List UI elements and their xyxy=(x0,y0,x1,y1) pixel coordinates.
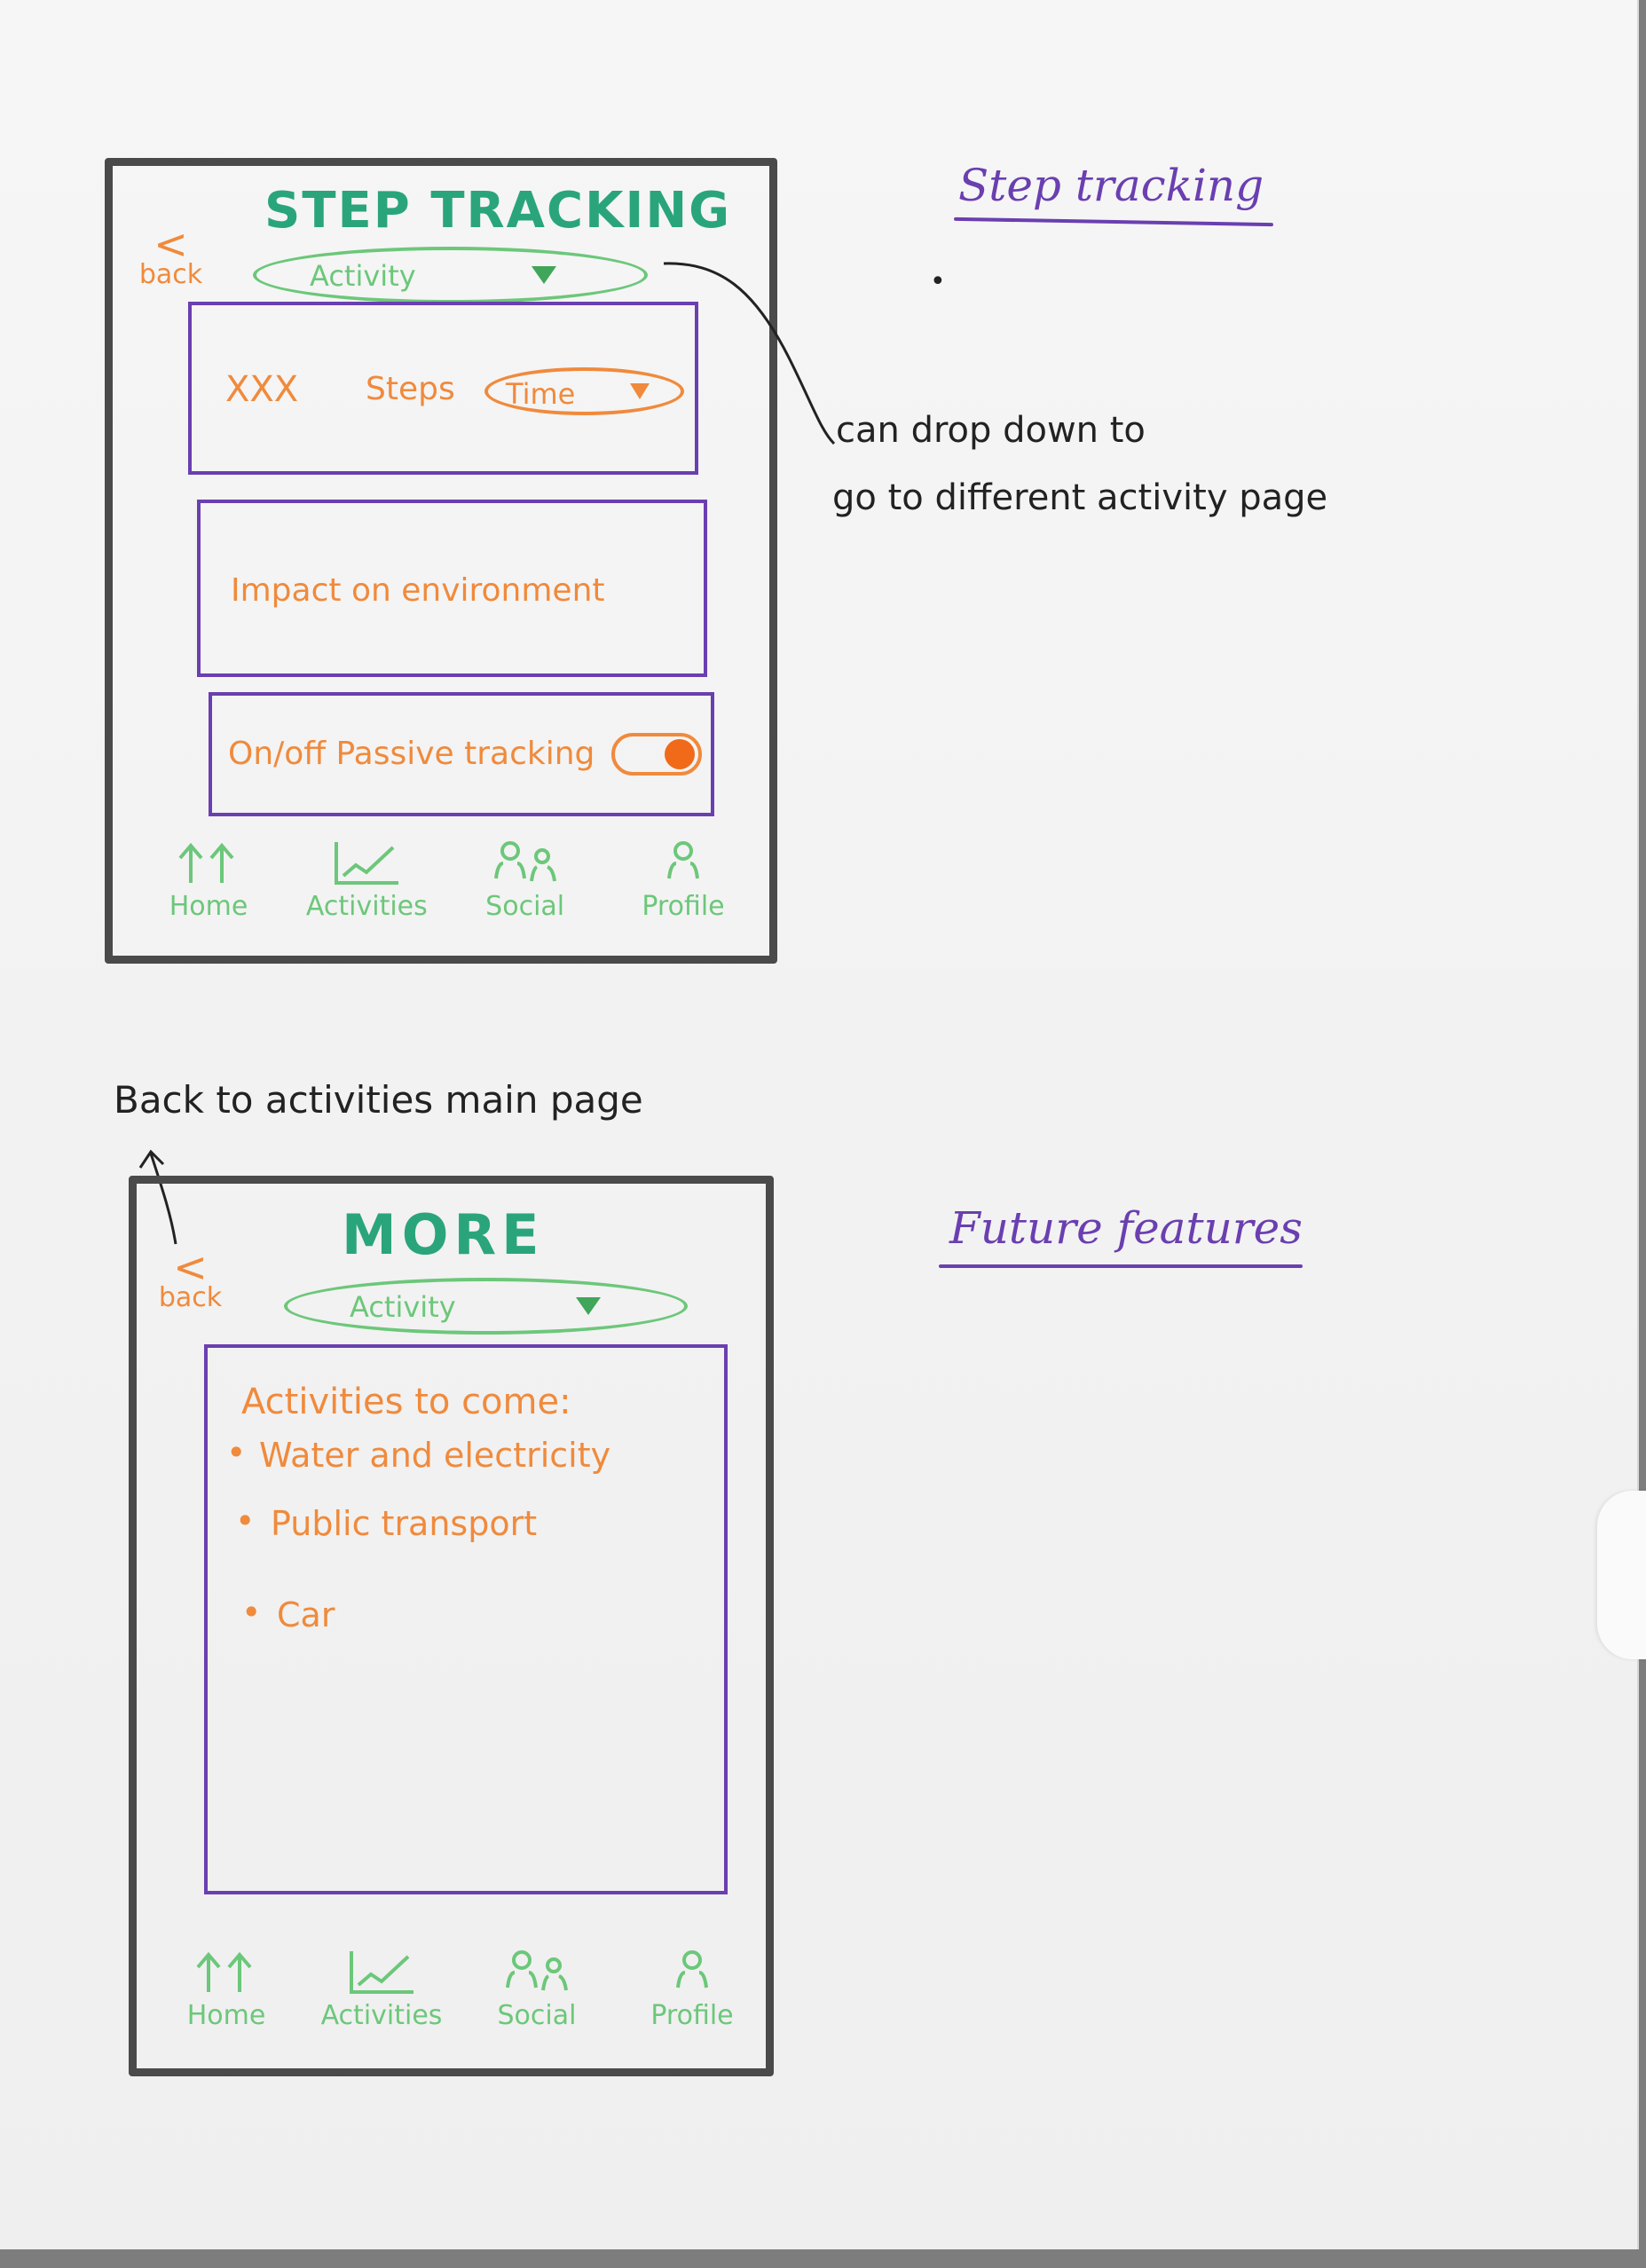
list-bullet: • xyxy=(226,1433,247,1472)
nav-item-activities[interactable]: Activities xyxy=(300,839,433,922)
back-button[interactable]: < back xyxy=(133,220,209,290)
list-bullet: • xyxy=(241,1593,262,1632)
upcoming-heading: Activities to come: xyxy=(241,1382,571,1422)
step-tracking-note: Step tracking xyxy=(958,160,1264,211)
home-arrows-icon xyxy=(196,1951,252,1992)
impact-label: Impact on environment xyxy=(231,572,605,609)
chevron-left-icon: < xyxy=(154,220,188,268)
back-button[interactable]: < back xyxy=(153,1243,228,1313)
nav-label-profile: Profile xyxy=(642,891,725,922)
list-item: Water and electricity xyxy=(259,1436,611,1475)
nav-label-activities: Activities xyxy=(320,2000,443,2031)
dropdown-note-line2: go to different activity page xyxy=(832,477,1328,518)
time-dropdown[interactable]: Time xyxy=(484,367,684,415)
step-count: XXX xyxy=(225,369,299,410)
page-title: MORE xyxy=(342,1202,545,1267)
activity-dropdown[interactable]: Activity xyxy=(253,247,648,303)
annotation-connector xyxy=(663,262,836,445)
home-arrows-icon xyxy=(178,842,234,883)
bottom-nav: Home Activities Social Profile xyxy=(142,839,750,922)
back-label: back xyxy=(138,259,203,290)
impact-card[interactable]: Impact on environment xyxy=(197,500,707,677)
nav-label-social: Social xyxy=(485,891,565,922)
bottom-nav: Home Activities Social Profile xyxy=(160,1948,759,2031)
back-note-arrow xyxy=(138,1149,177,1245)
chart-icon xyxy=(335,842,399,885)
phone-frame-step-tracking xyxy=(105,158,777,964)
steps-card: XXX Steps Time xyxy=(188,302,698,475)
back-label: back xyxy=(158,1282,223,1313)
back-note: Back to activities main page xyxy=(114,1078,643,1122)
upcoming-activities-card: Activities to come: xyxy=(204,1344,728,1894)
steps-label: Steps xyxy=(366,371,455,407)
list-bullet: • xyxy=(235,1501,256,1540)
toggle-knob xyxy=(665,739,695,769)
person-icon xyxy=(676,1950,708,1988)
nav-item-home[interactable]: Home xyxy=(160,1948,293,2031)
nav-label-profile: Profile xyxy=(650,2000,734,2031)
future-features-note: Future features xyxy=(949,1202,1303,1254)
triangle-down-icon xyxy=(576,1297,601,1315)
list-item: Car xyxy=(277,1595,335,1634)
passive-tracking-toggle[interactable] xyxy=(611,733,702,776)
activity-dropdown-label: Activity xyxy=(350,1290,456,1324)
nav-label-home: Home xyxy=(186,2000,266,2031)
list-item: Public transport xyxy=(271,1504,538,1543)
future-features-underline xyxy=(939,1264,1303,1268)
paper-tear xyxy=(1597,1491,1646,1659)
nav-item-profile[interactable]: Profile xyxy=(626,1948,759,2031)
people-icon xyxy=(506,1950,568,1991)
page-title: STEP TRACKING xyxy=(264,182,732,240)
time-dropdown-label: Time xyxy=(506,377,576,411)
nav-item-profile[interactable]: Profile xyxy=(617,839,750,922)
annotation-dot: • xyxy=(930,266,946,297)
people-icon xyxy=(493,841,556,882)
activity-dropdown[interactable]: Activity xyxy=(284,1278,688,1335)
nav-label-social: Social xyxy=(497,2000,577,2031)
person-icon xyxy=(666,841,699,879)
triangle-down-icon xyxy=(532,266,556,284)
passive-tracking-label: On/off Passive tracking xyxy=(228,736,595,772)
nav-label-activities: Activities xyxy=(305,891,428,922)
nav-label-home: Home xyxy=(169,891,248,922)
chart-icon xyxy=(350,1951,413,1994)
nav-item-home[interactable]: Home xyxy=(142,839,275,922)
nav-item-social[interactable]: Social xyxy=(470,1948,603,2031)
triangle-down-icon xyxy=(630,383,650,399)
phone-frame-more xyxy=(129,1176,774,2076)
passive-tracking-card: On/off Passive tracking xyxy=(209,692,714,816)
nav-item-activities[interactable]: Activities xyxy=(315,1948,448,2031)
dropdown-note-line1: can drop down to xyxy=(836,410,1146,451)
nav-item-social[interactable]: Social xyxy=(459,839,592,922)
activity-dropdown-label: Activity xyxy=(310,259,416,293)
chevron-left-icon: < xyxy=(173,1243,208,1291)
